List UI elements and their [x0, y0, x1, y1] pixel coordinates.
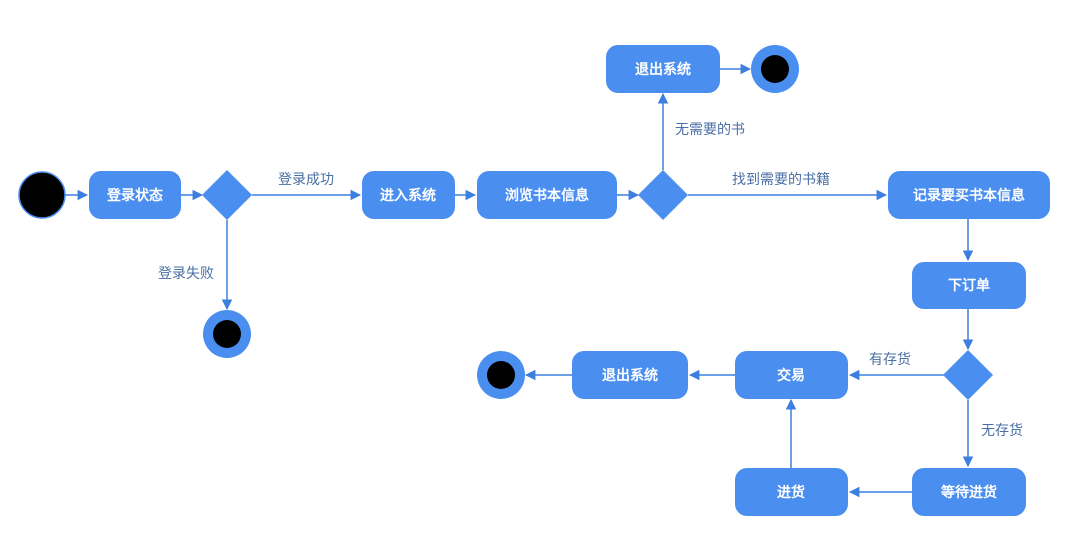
node-enter-system-label: 进入系统	[380, 187, 436, 204]
node-restock-label: 进货	[777, 484, 805, 501]
node-wait-restock-label: 等待进货	[941, 484, 997, 501]
node-transaction: 交易	[735, 351, 848, 399]
edge-label-out-of-stock: 无存货	[981, 422, 1023, 439]
node-enter-system: 进入系统	[362, 171, 455, 219]
edge-label-no-needed-book: 无需要的书	[675, 122, 745, 138]
decision-login	[202, 170, 252, 220]
node-exit-system-top-label: 退出系统	[635, 61, 691, 78]
decision-stock	[943, 350, 993, 400]
node-browse-books: 浏览书本信息	[477, 171, 617, 219]
node-wait-restock: 等待进货	[912, 468, 1026, 516]
start-node	[18, 171, 66, 219]
node-place-order: 下订单	[912, 262, 1026, 309]
end-node-top	[751, 45, 799, 93]
node-browse-books-label: 浏览书本信息	[505, 187, 589, 204]
end-node-login-failure	[203, 310, 251, 358]
end-node-bottom	[477, 351, 525, 399]
node-login-status: 登录状态	[89, 171, 181, 219]
node-exit-system-bottom-label: 退出系统	[602, 367, 658, 384]
node-record-purchase: 记录要买书本信息	[888, 171, 1050, 219]
edges	[65, 63, 974, 498]
edge-label-found-needed-book: 找到需要的书籍	[732, 171, 830, 188]
edge-label-in-stock: 有存货	[869, 351, 911, 368]
node-transaction-label: 交易	[777, 367, 805, 384]
edge-label-login-failure: 登录失败	[158, 266, 214, 282]
node-exit-system-top: 退出系统	[606, 45, 720, 93]
node-login-status-label: 登录状态	[106, 187, 163, 204]
edge-label-login-success: 登录成功	[278, 172, 334, 188]
node-record-purchase-label: 记录要买书本信息	[913, 187, 1025, 204]
node-place-order-label: 下订单	[948, 277, 990, 294]
decision-book-found	[638, 170, 688, 220]
node-restock: 进货	[735, 468, 848, 516]
node-exit-system-bottom: 退出系统	[572, 351, 688, 399]
